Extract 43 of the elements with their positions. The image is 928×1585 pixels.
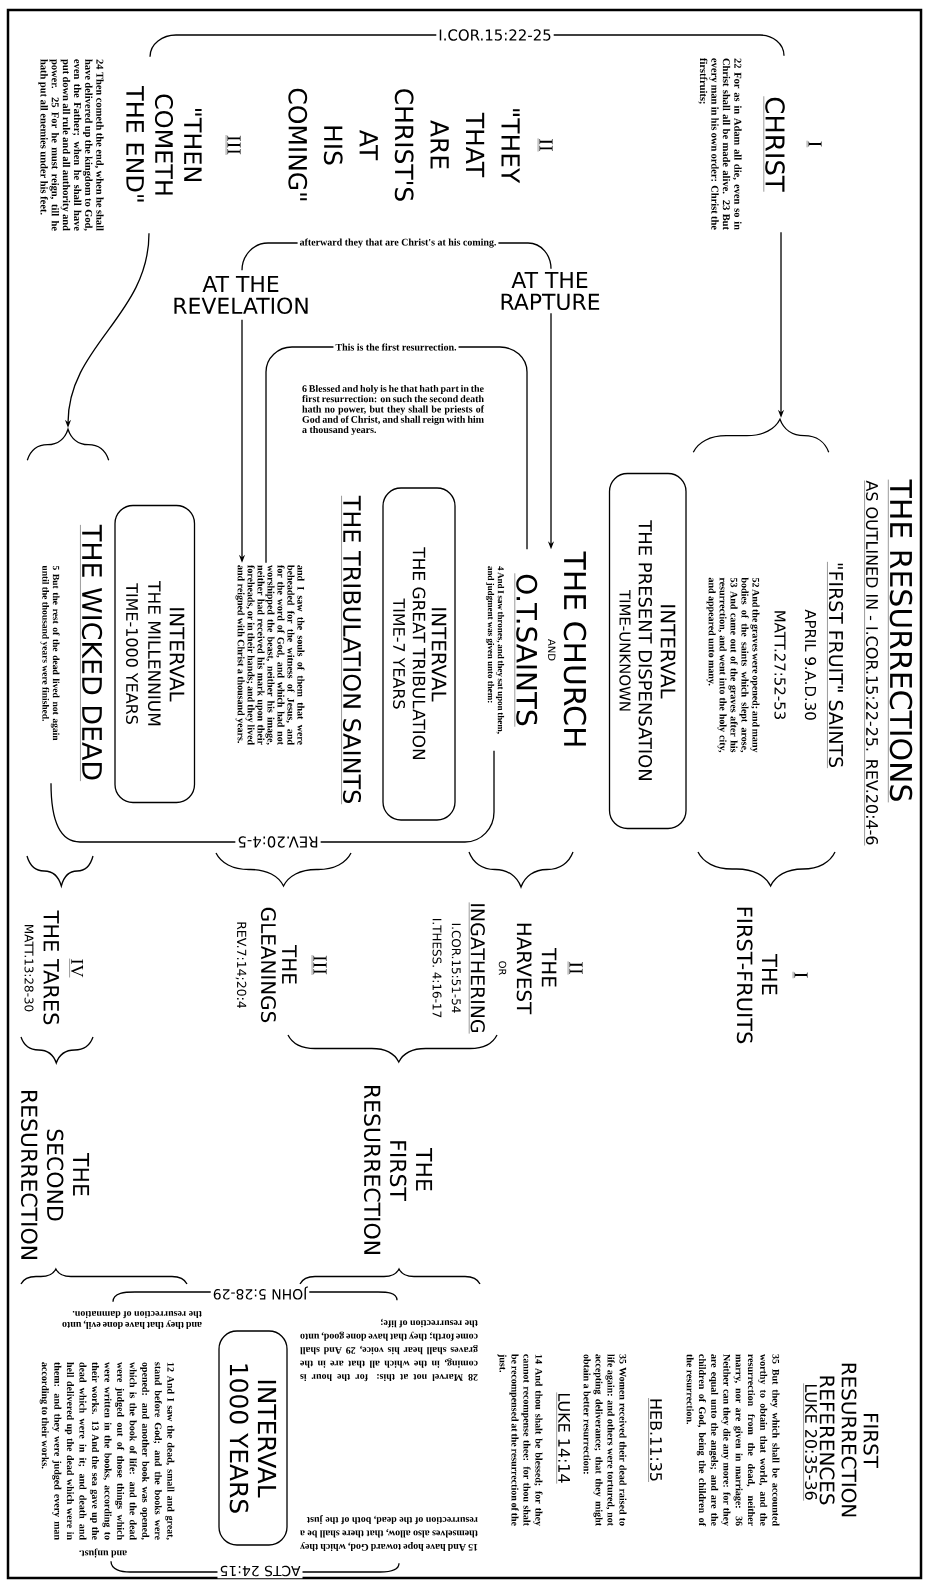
reference-text: LUKE 20:35-36 [803, 1383, 818, 1501]
subtitle: AS OUTLINED IN - I.COR.15:22-25. REV.20:4-6 [864, 480, 879, 846]
verse-text: and they that have done evil, unto the resurrection of damnation. [62, 1311, 202, 1330]
edge-label: ACTS 24:15 [217, 1563, 303, 1579]
heading-block: I CHRIST 22 For as in Adam all die, even so in Christ shall all be made alive. 23 But every man in his own order: Christ the firstfruits; [698, 58, 822, 230]
interval-capsule: INTERVAL THE GREAT TRIBULATION TIME-7 YEARS [382, 487, 456, 821]
heading-block: "FIRST FRUIT" SAINTS APRIL 9.A.D.30 MATT.27:52-53 52 And the graves were opened; and many bodies of the saints which slept arose, 53 And came out of the graves after his resurrection, and went into the holy city, and appeared unto many. [706, 561, 844, 769]
edge-label: I.COR.15:22-25 [436, 27, 554, 43]
edge-label: afterward they that are Christ's at his coming. [297, 236, 499, 250]
verse-text: and unjust. [79, 1548, 127, 1558]
interval-capsule: INTERVAL THE PRESENT DISPENSATION TIME-UNKNOWN [608, 472, 687, 830]
title: THE RESURRECTIONS [888, 479, 913, 803]
reference-text: LUKE 14:14 [556, 1392, 570, 1484]
verse-text: 28 Marvel not at this: for the hour is coming, in the which all that are in the graves shall hear his voice, 29 And shall come forth; they that have done good, unto the resurrection of life; [300, 1318, 478, 1382]
heading-text: THE TRIBULATION SAINTS [341, 495, 362, 805]
heading-text: THE SECOND RESURRECTION [20, 1091, 90, 1259]
heading-block: II "THEY THAT ARE CHRIST'S AT HIS COMING" [288, 88, 553, 201]
heading-text: THE FIRST RESURRECTION [363, 1086, 433, 1254]
edge-label: REV.20:4-5 [235, 834, 321, 850]
verse-text: 6 Blessed and holy is he that hath part in the first resurrection: on such the second death hath no power, but they shall be priests of God and of Christ, and shall reign with him a thousand years. [302, 384, 485, 436]
edge-label: JOHN 5:28-29 [210, 1284, 310, 1302]
heading-block: III THE GLEANINGS REV.7:14;20:4 [235, 907, 327, 1023]
verse-text: 14 And thou shalt be blessed; for they cannot recompense thee: for thou shalt be recompensed at the resurrection of the just. [497, 1353, 543, 1526]
heading-block: I THE FIRST-FRUITS [736, 907, 808, 1044]
verse-text: 35 But they which shall be accounted worthy to obtain that world, and the resurrection from the dead, neither marry, nor are given in marriage: 36 Neither can they die any more: for they are equal unto the angels; and are the children of God, being the children of the resurrection. [686, 1354, 780, 1527]
heading-block: II THE HARVEST OR INGATHERING I.COR.15:51-54 I.THESS. 4:16-17 [432, 902, 583, 1034]
verse-text: 35 Women received their dead raised to life again: and others were tortured, not accepting deliverance; that they might obtain a better resurrection: [583, 1354, 627, 1526]
heading-block: IV THE TARES MATT.13:28-30 [24, 910, 83, 1025]
verse-text: 12 And I saw the dead, small and great, stand before God; and the books were opened: and another book was opened, which is the book of life: and the dead were judged out of those things which were written in the books, according to their works. 13 And the sea gave up the dead which were in it; and death and hell delivered up the dead which were in them: and they were judged every man according to their works. [39, 1362, 175, 1540]
heading-block: III "THEN COMETH THE END" 24 Then cometh the end, when he shall have delivered up the kingdom to God, even the Father; when he shall have put down all rule and all authority and power. 25 For he must reign, till he hath put all enemies under his feet. [38, 59, 241, 231]
reference-text: HEB.11:35 [648, 1397, 663, 1483]
edge-label: This is the first resurrection. [333, 341, 459, 353]
curly-brace [692, 418, 830, 453]
interval-capsule: INTERVAL THE MILLENNIUM TIME-1000 YEARS [114, 504, 196, 804]
heading-block: THE WICKED DEAD 5 But the rest of the dead lived not again until the thousand years were finished. [40, 524, 103, 782]
verse-text: and I saw the souls of them that were beheaded for the witness of Jesus, and for the word of God, and which had not worshipped the beast, neither his image, neither had received his mark upon their foreheads, or in their hands; and they lived and reigned with Christ a thousand years. [235, 565, 305, 745]
verse-text: 15 And have hope toward God, which they themselves also allow, that there shall be a resurrection of the dead, both of the just [300, 1515, 478, 1551]
interval-capsule: INTERVAL 1000 YEARS [218, 1330, 288, 1546]
heading-text: FIRST RESURRECTION REFERENCES [819, 1363, 879, 1517]
heading-text: AT THE REVELATION [174, 275, 308, 315]
curly-brace [26, 428, 110, 461]
heading-block: THE CHURCH AND O.T.SAINTS 4 And I saw thrones, and they sat upon them, and judgment was given unto them: [485, 551, 587, 746]
heading-text: AT THE RAPTURE [501, 271, 600, 311]
